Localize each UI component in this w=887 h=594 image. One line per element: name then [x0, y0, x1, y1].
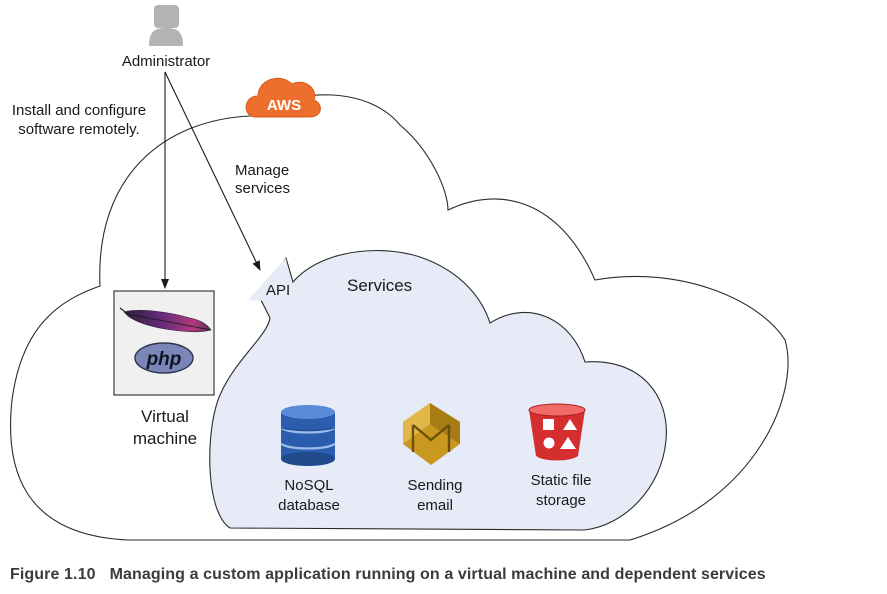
nosql-database-icon — [280, 405, 336, 466]
api-notch — [248, 258, 292, 302]
sending-email-icon — [403, 403, 460, 465]
api-label: API — [266, 282, 290, 299]
storage-label-line1: Static file — [531, 472, 592, 489]
install-note-line2: software remotely. — [18, 121, 139, 138]
manage-note-line1: Manage — [235, 162, 289, 179]
aws-badge-label: AWS — [267, 97, 301, 114]
virtual-machine-box: php — [113, 290, 215, 396]
nosql-label-line2: database — [278, 497, 340, 514]
administrator-label: Administrator — [122, 53, 210, 70]
email-label-line2: email — [417, 497, 453, 514]
manage-note-line2: services — [235, 180, 290, 197]
storage-label-line2: storage — [536, 492, 586, 509]
manage-arrow — [164, 71, 261, 271]
services-title: Services — [347, 276, 412, 295]
figure-caption-text: Managing a custom application running on… — [109, 566, 766, 583]
php-logo-text: php — [146, 349, 182, 370]
nosql-label-line1: NoSQL — [284, 477, 333, 494]
static-file-storage-icon — [528, 403, 586, 461]
install-note-line1: Install and configure — [12, 102, 146, 119]
figure-number: Figure 1.10 — [10, 566, 96, 583]
figure-caption: Figure 1.10 Managing a custom application… — [10, 566, 887, 584]
apache-feather-icon — [119, 307, 212, 333]
user-icon — [149, 5, 183, 46]
email-label-line1: Sending — [407, 477, 462, 494]
virtual-machine-label-line2: machine — [133, 429, 197, 448]
aws-badge: AWS — [245, 77, 321, 118]
virtual-machine-label-line1: Virtual — [141, 407, 189, 426]
php-logo-icon: php — [134, 342, 194, 374]
